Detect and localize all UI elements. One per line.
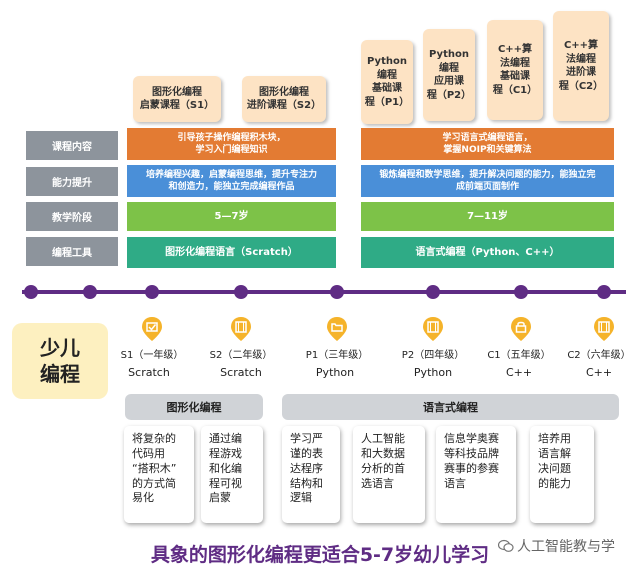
footer-title: 具象的图形化编程更适合5-7岁幼儿学习 xyxy=(150,544,490,566)
row-label-tool: 编程工具 xyxy=(26,237,118,266)
stage-lang-s2: Scratch xyxy=(220,366,262,379)
timeline-dot xyxy=(426,285,440,299)
film-pin-icon xyxy=(231,317,251,341)
course-card-c1: C++算 法编程 基础课 程（C1） xyxy=(487,20,543,120)
stage-label-p1: P1（三年级） xyxy=(305,350,369,361)
timeline-line xyxy=(22,290,626,294)
wechat-watermark: 人工智能教与学 xyxy=(498,536,615,556)
course-card-c2: C++算 法编程 进阶课 程（C2） xyxy=(553,11,609,121)
timeline-dot xyxy=(514,285,528,299)
watermark-text: 人工智能教与学 xyxy=(517,539,615,555)
course-card-p2: Python 编程 应用课 程（P2） xyxy=(423,29,475,121)
course-card-p1: Python 编程 基础课 程（P1） xyxy=(361,40,413,124)
timeline-dot-start xyxy=(24,285,38,299)
timeline-dot xyxy=(330,285,344,299)
row-label-content: 课程内容 xyxy=(26,131,118,160)
check-pin-icon xyxy=(142,317,162,341)
desc-card: 人工智能 和大数据 分析的首 选语言 xyxy=(353,426,425,523)
timeline-dot xyxy=(83,285,97,299)
timeline-dot xyxy=(234,285,248,299)
category-graphical: 图形化编程 xyxy=(125,394,263,420)
desc-card: 信息学奥赛 等科技品牌 赛事的参赛 语言 xyxy=(436,426,516,523)
timeline-dot xyxy=(145,285,159,299)
left-content-bar: 引导孩子操作编程积木块， 学习入门编程知识 xyxy=(127,128,336,160)
right-content-bar: 学习语言式编程语言， 掌握NOIP和关键算法 xyxy=(361,128,614,160)
desc-card: 培养用 语言解 决问题 的能力 xyxy=(530,426,594,523)
kids-programming-badge: 少儿 编程 xyxy=(12,323,108,399)
stage-lang-p1: Python xyxy=(315,366,355,379)
row-label-stage: 教学阶段 xyxy=(26,202,118,231)
category-language: 语言式编程 xyxy=(282,394,619,420)
stage-lang-s1: Scratch xyxy=(128,366,170,379)
stage-label-p2: P2（四年级） xyxy=(401,350,465,361)
left-tool-bar: 图形化编程语言（Scratch） xyxy=(127,237,336,268)
right-tool-bar: 语言式编程（Python、C++） xyxy=(361,237,614,268)
left-stage-bar: 5—7岁 xyxy=(127,202,336,231)
desc-card: 将复杂的 代码用 “搭积木” 的方式简 易化 xyxy=(124,426,194,523)
stage-label-s2: S2（二年级） xyxy=(209,350,273,361)
stage-label-s1: S1（一年级） xyxy=(120,350,184,361)
left-ability-bar: 培养编程兴趣，启蒙编程思维，提升专注力 和创造力，能独立完成编程作品 xyxy=(127,165,336,197)
timeline-dot xyxy=(597,285,611,299)
course-card-s2: 图形化编程 进阶课程（S2） xyxy=(242,76,326,122)
lock-pin-icon xyxy=(511,317,531,341)
stage-lang-c2: C++ xyxy=(585,366,613,379)
film-pin-icon xyxy=(594,317,614,341)
course-card-s1: 图形化编程 启蒙课程（S1） xyxy=(133,76,221,122)
stage-lang-c1: C++ xyxy=(505,366,533,379)
right-ability-bar: 锻炼编程和数学思维，提升解决问题的能力，能独立完 成前端页面制作 xyxy=(361,165,614,197)
right-stage-bar: 7—11岁 xyxy=(361,202,614,231)
film-pin-icon xyxy=(423,317,443,341)
stage-label-c1: C1（五年级） xyxy=(487,350,551,361)
desc-card: 通过编 程游戏 和化编 程可视 启蒙 xyxy=(201,426,263,523)
folder-pin-icon xyxy=(327,317,347,341)
desc-card: 学习严 谨的表 达程序 结构和 逻辑 xyxy=(282,426,340,523)
stage-label-c2: C2（六年级） xyxy=(567,350,631,361)
wechat-icon xyxy=(498,539,514,552)
row-label-ability: 能力提升 xyxy=(26,167,118,196)
stage-lang-p2: Python xyxy=(413,366,453,379)
